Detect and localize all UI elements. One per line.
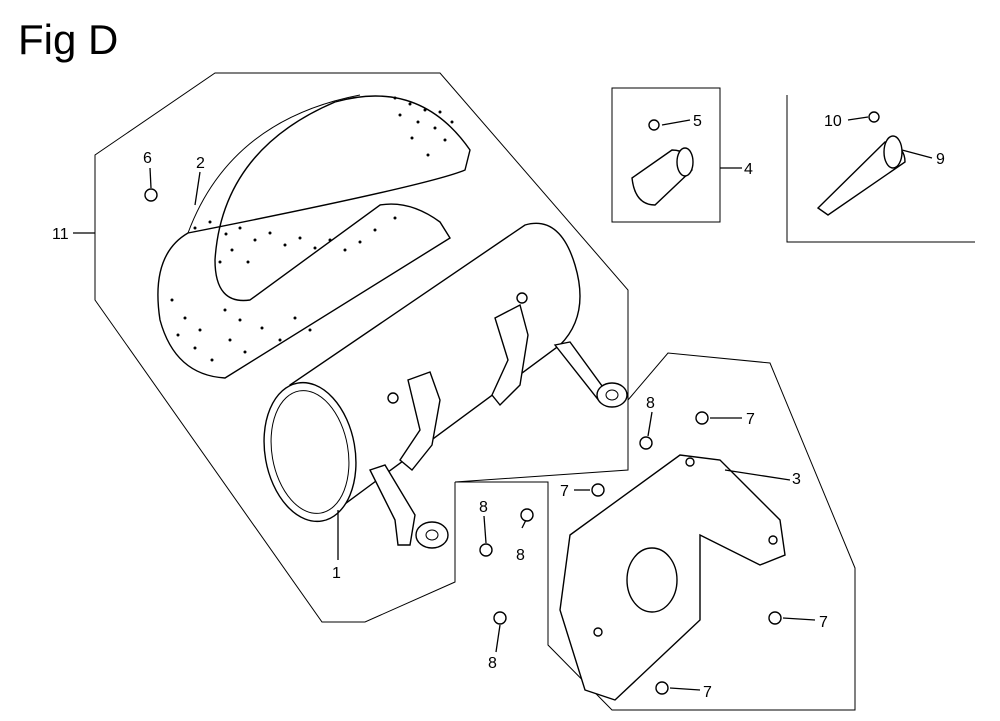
spark-screen	[816, 111, 906, 216]
callout-7c: 7	[819, 614, 828, 631]
callout-9: 9	[936, 151, 945, 168]
bolt-8b	[479, 543, 493, 557]
bolt-8d	[493, 611, 507, 625]
part-9-box	[786, 95, 975, 243]
callout-8d: 8	[488, 655, 497, 672]
bolt-8a	[639, 436, 653, 450]
muffler-bracket	[559, 454, 786, 701]
callout-6: 6	[143, 150, 152, 167]
callout-10: 10	[824, 113, 842, 130]
muffler-body	[263, 222, 628, 549]
bolt-8c	[520, 508, 534, 522]
callout-8c: 8	[516, 547, 525, 564]
bolt-6	[144, 188, 158, 202]
figure-title: Fig D	[18, 16, 119, 63]
callout-8b: 8	[479, 499, 488, 516]
part-3-group-outline	[455, 352, 856, 711]
callout-8a: 8	[646, 395, 655, 412]
callout-2: 2	[196, 155, 205, 172]
heat-shield	[157, 94, 471, 379]
bolt-7d	[655, 681, 669, 695]
callout-7b: 7	[560, 483, 569, 500]
spark-arrester	[631, 119, 694, 206]
callout-3: 3	[792, 471, 801, 488]
callout-1: 1	[332, 565, 341, 582]
callout-4: 4	[744, 161, 753, 178]
callout-5: 5	[693, 113, 702, 130]
callout-7a: 7	[746, 411, 755, 428]
callout-11: 11	[52, 226, 69, 243]
part-4-box	[611, 87, 721, 223]
leader-lines	[73, 116, 933, 691]
assembly-11-outline	[94, 72, 629, 623]
bolt-7b	[591, 483, 605, 497]
bolt-7a	[695, 411, 709, 425]
bolt-7c	[768, 611, 782, 625]
callout-7d: 7	[703, 684, 712, 701]
